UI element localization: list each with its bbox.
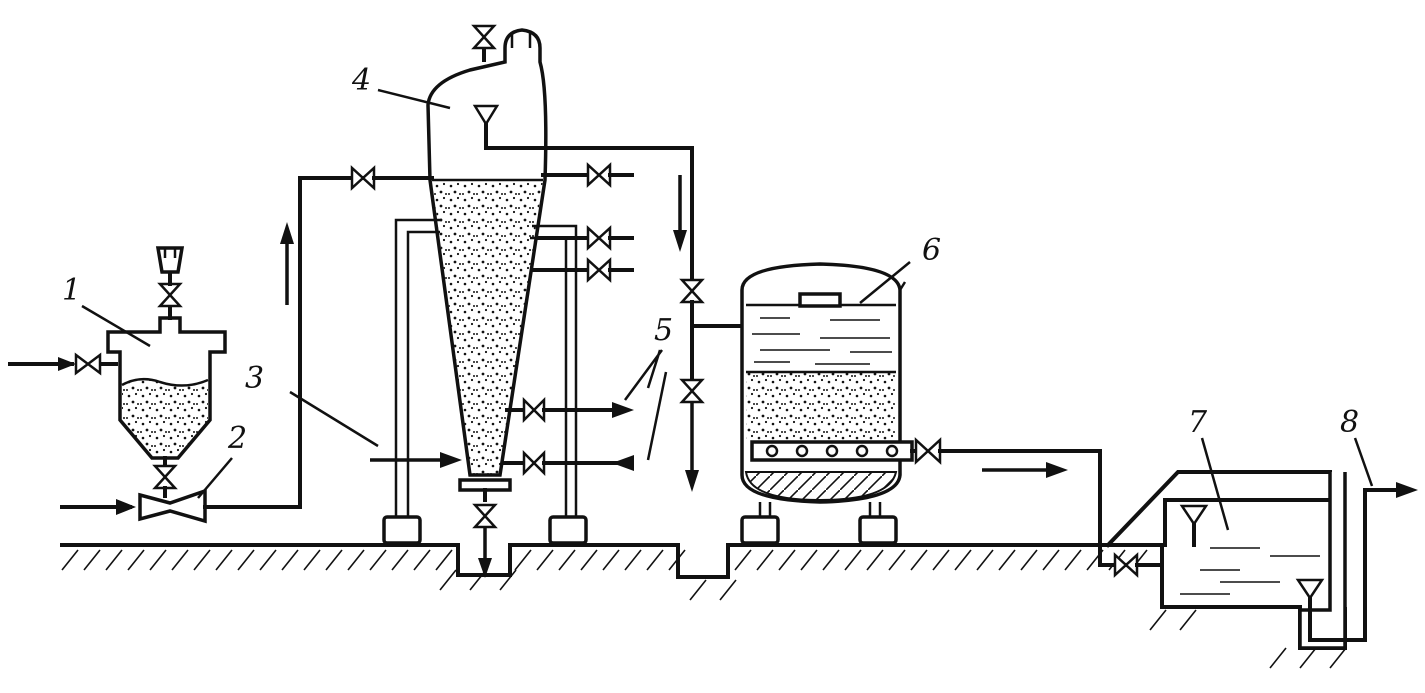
ejector — [60, 176, 354, 524]
ground-hatch-line — [105, 549, 123, 571]
ground-hatch-line — [83, 549, 101, 571]
valve-tank-inlet[interactable] — [1113, 552, 1139, 578]
ground-hatch-line — [976, 549, 994, 571]
valve-filtrate[interactable] — [914, 437, 942, 465]
ground-hatch-line — [998, 549, 1016, 571]
ground-hatch-line — [1064, 549, 1082, 571]
ground-hatch-line — [866, 549, 884, 571]
ground-hatch-line — [1179, 609, 1197, 631]
ground-hatch-line — [756, 549, 774, 571]
valve-vertical-2[interactable] — [679, 378, 705, 404]
ground-hatch-line — [1149, 609, 1167, 631]
tank-water-lines — [1180, 547, 1320, 595]
valve-right-3[interactable] — [586, 257, 612, 283]
ground-hatch-line — [932, 549, 950, 571]
ground-hatch-line — [347, 549, 365, 571]
flow-arrow-up — [280, 222, 294, 305]
ground-hatch-line — [514, 549, 532, 571]
valve-tap-1[interactable] — [522, 396, 546, 424]
ground-hatch-line — [281, 549, 299, 571]
valve-left-4[interactable] — [350, 165, 376, 191]
collector-holes — [765, 444, 899, 458]
ground-hatch-line — [237, 549, 255, 571]
label-8: 8 — [1340, 405, 1359, 440]
feed-arrow-3 — [289, 390, 462, 468]
ground-hatch-line — [844, 549, 862, 571]
valve-bottom-1[interactable] — [152, 464, 178, 490]
ground-hatch-line — [954, 549, 972, 571]
label-4: 4 — [351, 63, 371, 98]
valve-top-1[interactable] — [157, 282, 183, 308]
label-6: 6 — [922, 233, 941, 268]
ground-hatch-line — [1269, 647, 1287, 669]
label-1: 1 — [62, 273, 81, 308]
ground-hatch-line — [391, 549, 409, 571]
cone-separator — [350, 24, 694, 578]
labels: 1 2 3 4 5 6 7 8 — [62, 63, 1359, 499]
ground-hatch-line — [910, 549, 928, 571]
ground-hatch-line — [624, 549, 642, 571]
ground-hatch-line — [646, 549, 664, 571]
valve-right-top[interactable] — [586, 162, 612, 188]
ground-hatch-line — [127, 549, 145, 571]
ground-hatch-line — [215, 549, 233, 571]
valve-tap-2[interactable] — [522, 449, 546, 477]
ground-hatch-line — [1299, 647, 1317, 669]
ground-hatch-line — [1042, 549, 1060, 571]
ground-hatch-line — [580, 549, 598, 571]
ground-hatch-line — [499, 569, 517, 591]
ground-hatch-line — [325, 549, 343, 571]
valve-vertical-1[interactable] — [679, 278, 705, 304]
label-7: 7 — [1188, 405, 1208, 440]
ground-hatch-line — [439, 569, 457, 591]
ground-hatch-line — [558, 549, 576, 571]
ground-hatch-line — [778, 549, 796, 571]
feed-tank — [8, 246, 227, 498]
ground-hatch-line — [822, 549, 840, 571]
ground-hatch-line — [536, 549, 554, 571]
ground-hatch-line — [193, 549, 211, 571]
ground-hatch-line — [888, 549, 906, 571]
valve-drain-4[interactable] — [472, 503, 498, 529]
filtrate-line — [910, 437, 1117, 567]
ground-hatch-line — [1020, 549, 1038, 571]
clean-water-tank — [1105, 437, 1418, 650]
label-2: 2 — [227, 421, 247, 456]
valve-top-4[interactable] — [471, 24, 497, 50]
ground-hatch-line — [369, 549, 387, 571]
ground-hatch-line — [719, 579, 737, 601]
valve-inlet-1[interactable] — [74, 352, 102, 376]
pressure-filter — [740, 261, 914, 545]
label-5: 5 — [654, 313, 673, 348]
ground-hatch-line — [259, 549, 277, 571]
valve-right-2[interactable] — [586, 225, 612, 251]
ground-hatch-line — [734, 549, 752, 571]
ground-hatch-line — [413, 549, 431, 571]
ground-hatch-line — [171, 549, 189, 571]
ground-hatch-line — [689, 579, 707, 601]
ground-hatch-line — [602, 549, 620, 571]
ground-hatch-line — [800, 549, 818, 571]
ground-hatch-line — [149, 549, 167, 571]
ground-hatch-line — [469, 569, 487, 591]
ground-hatch-line — [668, 549, 686, 571]
ground-hatch-line — [1329, 647, 1347, 669]
ground-hatch-line — [303, 549, 321, 571]
ground-hatching — [61, 549, 1347, 669]
filter-water-lines — [752, 317, 892, 365]
ground-hatch-line — [61, 549, 79, 571]
label-3: 3 — [245, 361, 264, 396]
ground-hatch-line — [435, 549, 453, 571]
